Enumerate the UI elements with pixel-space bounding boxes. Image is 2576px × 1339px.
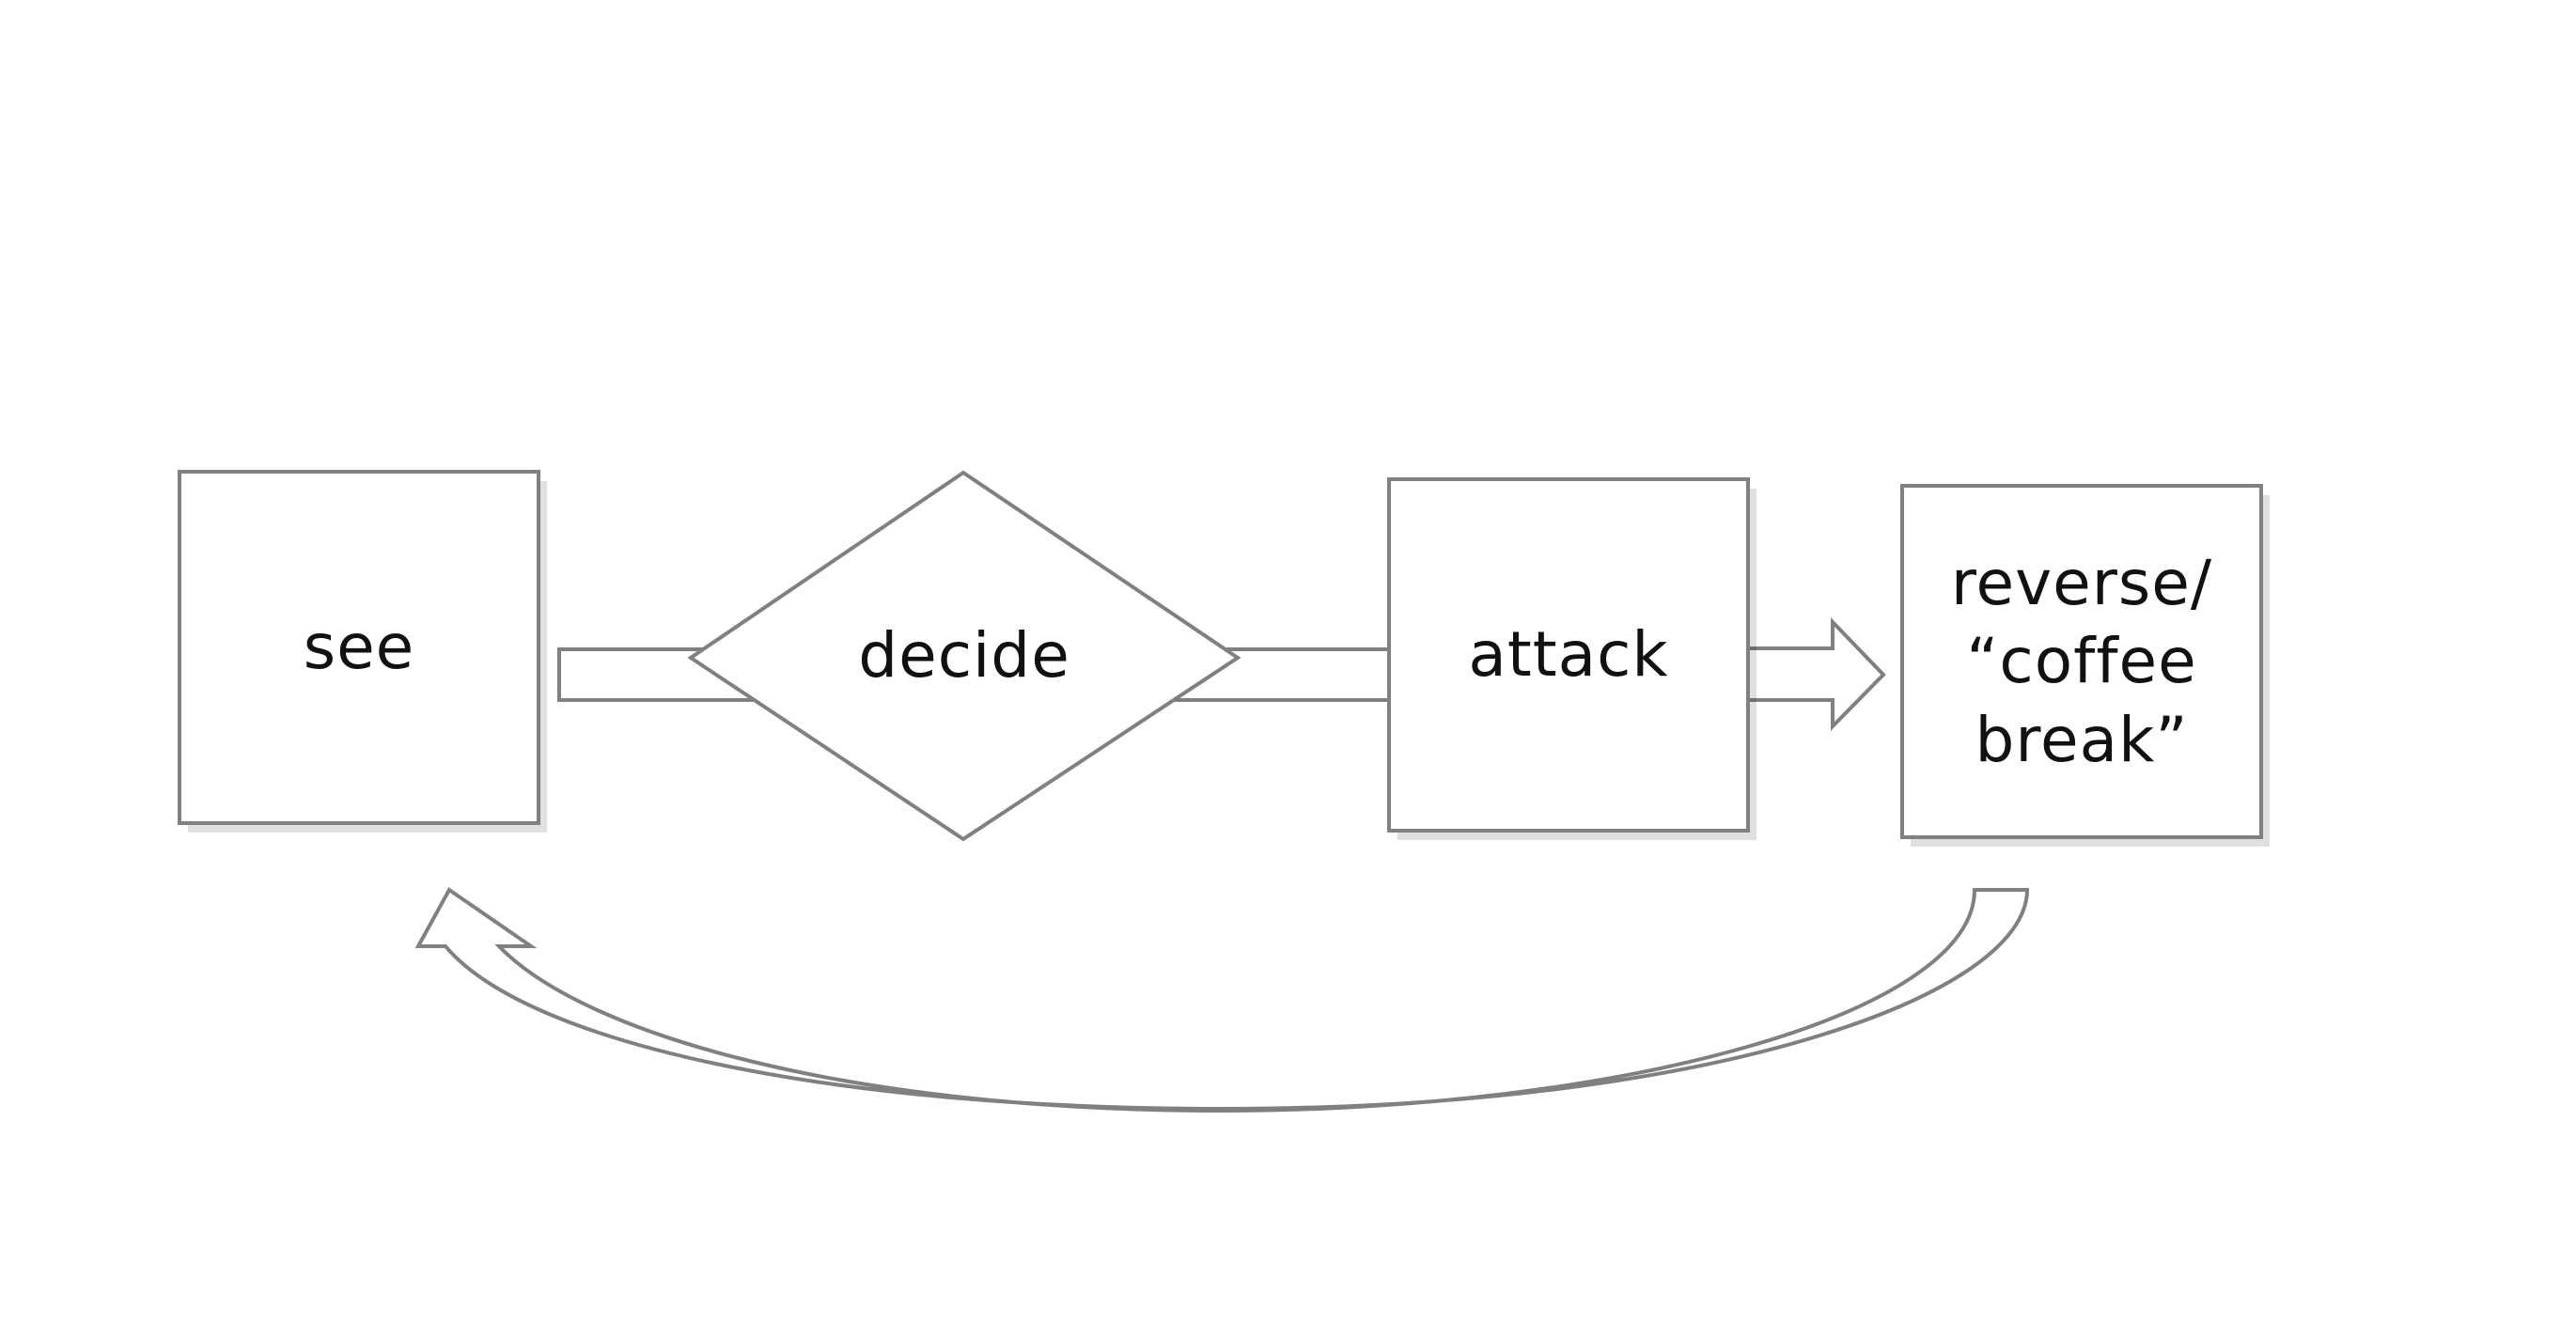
node-attack-box [1387, 477, 1750, 833]
node-attack-label: attack [1468, 618, 1669, 692]
node-reverse-label-line-3: break” [1975, 703, 2189, 776]
node-reverse-box [1900, 484, 2263, 839]
edge-attack-to-reverse [1744, 617, 1886, 731]
node-reverse-label-line-2: “coffee [1966, 625, 2197, 698]
edge-reverse-to-see [414, 887, 2030, 1113]
node-see-label: see [303, 611, 415, 684]
node-decide-diamond [687, 470, 1241, 842]
node-decide-label: decide [858, 619, 1070, 693]
node-reverse-label: reverse/ “coffee break” [1902, 486, 2261, 837]
node-reverse-label-line-1: reverse/ [1950, 547, 2213, 620]
node-see-box [178, 470, 540, 825]
